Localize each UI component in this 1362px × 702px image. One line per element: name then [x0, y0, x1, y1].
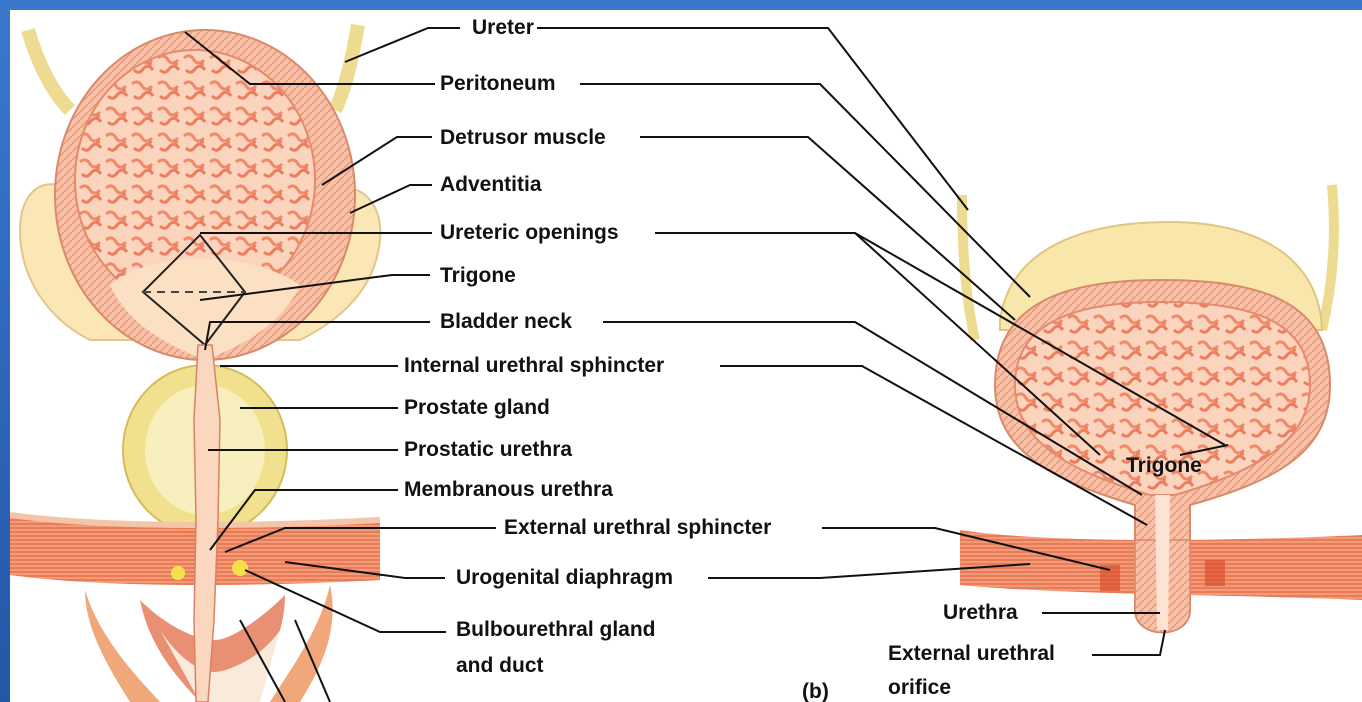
label-prostate-gland: Prostate gland	[404, 396, 550, 420]
label-peritoneum: Peritoneum	[440, 72, 556, 96]
label-detrusor-muscle: Detrusor muscle	[440, 126, 606, 150]
anatomy-illustration	[10, 10, 1362, 702]
label-trigone: Trigone	[440, 264, 516, 288]
label-trigone-b: Trigone	[1126, 454, 1202, 478]
label-external-urethral-sphincter: External urethral sphincter	[504, 516, 771, 540]
label-ureteric-openings: Ureteric openings	[440, 221, 619, 245]
label-external-urethral: External urethral	[888, 640, 1055, 668]
label-bulbourethral-gland: Bulbourethral gland	[456, 616, 656, 644]
label-orifice: orifice	[888, 674, 951, 702]
label-bulbourethral-duct: and duct	[456, 652, 544, 680]
label-membranous-urethra: Membranous urethra	[404, 478, 613, 502]
label-bladder-neck: Bladder neck	[440, 310, 572, 334]
label-prostatic-urethra: Prostatic urethra	[404, 438, 572, 462]
label-urogenital-diaphragm: Urogenital diaphragm	[456, 566, 673, 590]
label-ureter: Ureter	[472, 16, 534, 40]
diagram-canvas: Ureter Peritoneum Detrusor muscle Advent…	[10, 10, 1362, 702]
label-adventitia: Adventitia	[440, 173, 542, 197]
label-urethra: Urethra	[943, 601, 1018, 625]
panel-label-b: (b)	[802, 680, 829, 702]
label-internal-urethral-sphincter: Internal urethral sphincter	[404, 354, 664, 378]
